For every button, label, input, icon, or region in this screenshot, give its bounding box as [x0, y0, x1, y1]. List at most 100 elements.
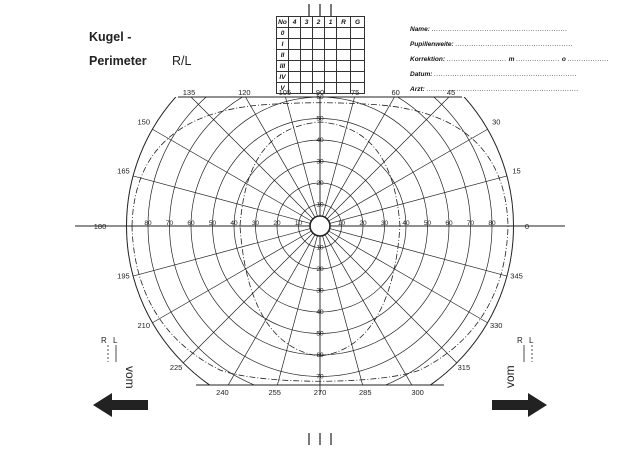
table-cell[interactable] [324, 82, 337, 94]
table-cell[interactable] [288, 60, 301, 72]
korrektion-dots-3: .................. [567, 56, 610, 63]
angle-label: 30 [492, 117, 500, 126]
table-cell[interactable] [300, 49, 313, 61]
pupil-field[interactable]: Pupillenweite: .........................… [410, 41, 573, 48]
stimulus-table: No 4 3 2 1 R G 0 I II III IV V [276, 16, 365, 94]
table-cell[interactable] [312, 82, 325, 94]
table-row: 0 [276, 27, 365, 39]
bottom-registration-marks [308, 433, 332, 445]
table-cell[interactable] [324, 49, 337, 61]
table-cell[interactable] [324, 60, 337, 72]
horizontal-tick-right: 70 [467, 220, 475, 227]
table-cell[interactable] [312, 71, 325, 83]
table-cell[interactable] [350, 82, 365, 94]
datum-field[interactable]: Datum: .................................… [410, 71, 577, 78]
horizontal-tick-left: 80 [144, 220, 152, 227]
korrektion-m: m [508, 56, 515, 63]
table-cell[interactable] [324, 27, 337, 39]
table-cell[interactable] [288, 27, 301, 39]
table-cell[interactable] [312, 60, 325, 72]
table-cell[interactable] [288, 49, 301, 61]
table-row: IV [276, 71, 365, 83]
table-cell[interactable] [300, 82, 313, 94]
table-row: II [276, 49, 365, 61]
vertical-tick-top: 50 [316, 116, 324, 123]
table-cell[interactable] [300, 60, 313, 72]
table-cell[interactable] [350, 27, 365, 39]
right-rl-l: L [529, 336, 534, 345]
angle-label: 135 [183, 88, 196, 97]
horizontal-tick-left: 60 [187, 220, 195, 227]
table-cell[interactable] [336, 49, 351, 61]
vertical-tick-top: 60 [316, 94, 324, 101]
table-cell[interactable] [336, 60, 351, 72]
table-cell[interactable] [350, 38, 365, 50]
angle-label: 210 [138, 321, 151, 330]
table-cell[interactable] [350, 49, 365, 61]
title-line-2: Perimeter [89, 54, 147, 68]
normal-field-outer [131, 102, 509, 382]
name-label: Name: [410, 26, 430, 33]
table-cell[interactable] [336, 82, 351, 94]
fixation-circle [309, 215, 331, 237]
right-vom-label: vom [503, 365, 517, 388]
table-cell[interactable] [336, 38, 351, 50]
table-cell[interactable] [324, 71, 337, 83]
right-arrow-icon [492, 393, 547, 417]
angle-label: 180 [94, 222, 107, 231]
table-cell[interactable] [312, 38, 325, 50]
vertical-tick-bottom: 70 [316, 374, 324, 381]
angle-label: 255 [268, 388, 281, 397]
angle-label: 150 [138, 117, 151, 126]
title-line-1: Kugel - [89, 30, 132, 44]
table-cell[interactable] [336, 71, 351, 83]
grid-radial-line [328, 230, 488, 324]
horizontal-tick-left: 40 [230, 220, 238, 227]
pupil-label: Pupillenweite: [410, 41, 454, 48]
angle-label: 0 [525, 222, 529, 231]
vertical-tick-bottom: 60 [316, 352, 324, 359]
table-cell[interactable] [288, 71, 301, 83]
table-row-label: V [276, 82, 289, 94]
table-cell[interactable] [300, 71, 313, 83]
table-row: V [276, 82, 365, 94]
table-row-label: III [276, 60, 289, 72]
horizontal-tick-right: 60 [445, 220, 453, 227]
table-cell[interactable] [300, 27, 313, 39]
grid-radial-line [329, 228, 507, 277]
table-cell[interactable] [350, 60, 365, 72]
arzt-field[interactable]: Arzt: ..................................… [410, 86, 579, 93]
grid-radial-line [324, 97, 395, 218]
table-row: I [276, 38, 365, 50]
grid-radial-line [152, 230, 312, 324]
korrektion-dots-2: ................... [516, 56, 561, 63]
table-cell[interactable] [312, 49, 325, 61]
korrektion-dots: .......................... [446, 56, 507, 63]
table-cell[interactable] [336, 27, 351, 39]
vertical-tick-bottom: 50 [316, 331, 324, 338]
table-cell[interactable] [288, 38, 301, 50]
table-cell[interactable] [324, 38, 337, 50]
table-cell[interactable] [300, 38, 313, 50]
korrektion-field[interactable]: Korrektion: .......................... m… [410, 56, 609, 63]
arzt-dots: ........................................… [426, 86, 579, 93]
table-cell[interactable] [350, 71, 365, 83]
angle-label: 240 [216, 388, 229, 397]
angle-label: 330 [490, 321, 503, 330]
vertical-tick-top: 20 [316, 180, 324, 187]
right-rl-r: R [517, 336, 523, 345]
angle-label: 315 [458, 363, 471, 372]
arzt-label: Arzt: [410, 86, 425, 93]
vertical-tick-top: 10 [316, 202, 324, 209]
table-cell[interactable] [288, 82, 301, 94]
left-rl-l: L [113, 336, 118, 345]
stimulus-table-header: No 4 3 2 1 R G [276, 16, 365, 28]
table-head-2: 2 [312, 16, 325, 28]
grid-radial-line [182, 232, 314, 364]
name-field[interactable]: Name: ..................................… [410, 26, 568, 33]
horizontal-tick-right: 40 [402, 220, 410, 227]
table-cell[interactable] [312, 27, 325, 39]
table-row-label: 0 [276, 27, 289, 39]
